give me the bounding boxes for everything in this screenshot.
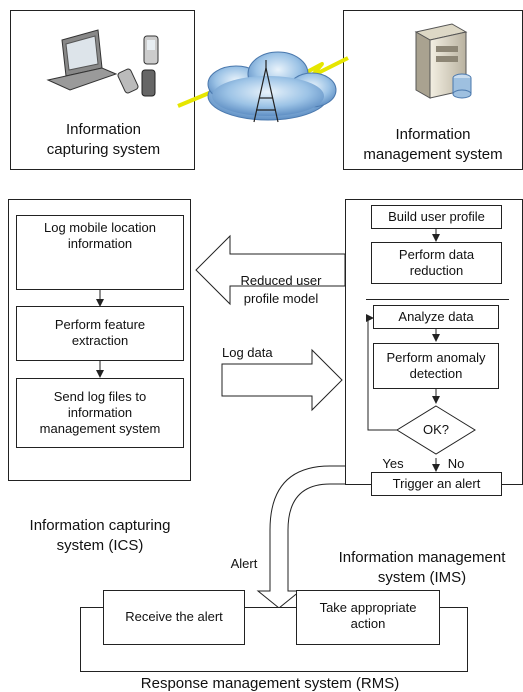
reduced-profile-arrow [195,234,346,306]
rms-step-receive-alert: Receive the alert [103,590,245,645]
server-icon [414,23,472,99]
no-label: No [447,456,465,471]
ics-device-label: Information capturing system [46,121,161,158]
ims-device-label: Information management system [363,126,503,163]
laptop-icon [46,29,118,91]
ims-step-trigger-alert: Trigger an alert [371,472,502,496]
ics-step-feature-extraction: Perform feature extraction [16,306,184,361]
antenna-tower-icon [253,60,279,123]
ok-decision [396,405,476,455]
ims-caption: Information management system (IMS) [338,549,506,586]
alert-arrow [256,465,345,609]
log-data-arrow [221,348,343,412]
ims-step-anomaly-detection: Perform anomaly detection [373,343,499,389]
ok-decision-label: OK? [422,422,449,437]
rms-caption: Response management system (RMS) [140,675,400,692]
cloud-icon [207,51,337,121]
ics-caption: Information capturing system (ICS) [29,517,171,554]
ics-step-log-location: Log mobile location information [16,215,184,290]
ims-step-build-profile: Build user profile [371,205,502,229]
yes-label: Yes [382,456,404,471]
mobile-phone-icon [117,35,159,97]
ics-panel [8,199,191,481]
ics-device-panel [10,10,195,170]
alert-label: Alert [230,556,258,571]
log-data-label: Log data [222,345,273,360]
ics-step-send-logs: Send log files to information management… [16,378,184,448]
ims-analysis-group [366,299,509,300]
reduced-profile-label: Reduced user profile model [240,273,322,306]
ims-step-analyze: Analyze data [373,305,499,329]
rms-step-take-action: Take appropriate action [296,590,440,645]
ims-step-data-reduction: Perform data reduction [371,242,502,284]
